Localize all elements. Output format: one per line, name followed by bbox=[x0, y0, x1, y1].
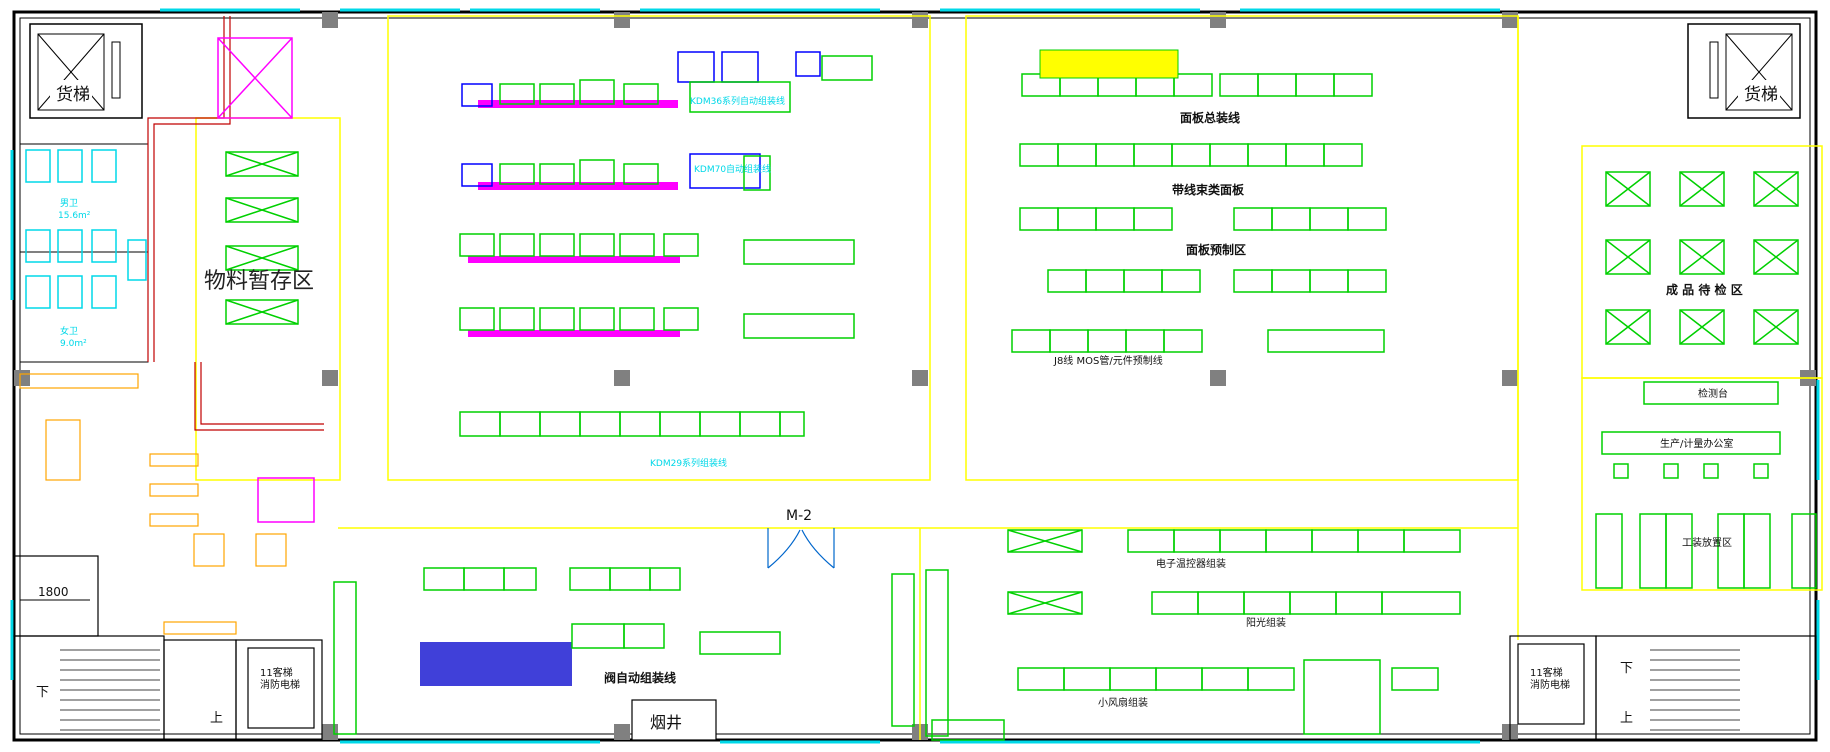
stair-left bbox=[60, 649, 160, 731]
sunlight-assembly-area bbox=[1007, 591, 1461, 615]
red-walls bbox=[147, 16, 324, 431]
elevator-right-label: 货梯 bbox=[1744, 85, 1778, 105]
inspection-desk bbox=[1643, 381, 1779, 405]
assembly-line-4 bbox=[459, 307, 855, 339]
finished-zone-label: 成 品 待 检 区 bbox=[1666, 282, 1743, 297]
freight-elevator-right: 货梯 bbox=[1687, 23, 1801, 119]
material-zone-label: 物料暂存区 bbox=[204, 269, 314, 294]
bottom-left-rooms bbox=[13, 555, 323, 741]
panel-prefab-label: 面板预制区 bbox=[1186, 242, 1246, 257]
j8-line-area bbox=[1011, 329, 1385, 353]
panel-assembly-label: 面板总装线 bbox=[1180, 110, 1240, 125]
orange-tables bbox=[19, 373, 287, 635]
small-fan-area bbox=[1017, 659, 1439, 735]
controller-assembly-label: 电子温控器组装 bbox=[1156, 557, 1226, 570]
tooling-zone-label: 工装放置区 bbox=[1682, 536, 1732, 549]
office-label: 生产/计量办公室 bbox=[1660, 437, 1733, 450]
kdm29-label: KDM29系列组装线 bbox=[650, 457, 727, 469]
chimney-label: 烟井 bbox=[650, 713, 682, 732]
toilet-male-label: 男卫 bbox=[60, 198, 78, 209]
assembly-line-3 bbox=[459, 233, 855, 265]
panel-prefab-area bbox=[1019, 207, 1387, 293]
door-m2 bbox=[767, 528, 835, 569]
harness-panel-area bbox=[1019, 143, 1363, 167]
freight-elevator-left: 货梯 bbox=[29, 23, 143, 119]
stair-down-right: 下 bbox=[1620, 661, 1633, 676]
toilet-female-label: 女卫 bbox=[60, 325, 78, 337]
yellow-rack bbox=[1039, 49, 1179, 79]
kdm29-line bbox=[459, 411, 805, 437]
magenta-equipment bbox=[217, 37, 315, 523]
kdm70-label: KDM70自动组装线 bbox=[694, 163, 771, 175]
office-chairs bbox=[1613, 463, 1769, 479]
kdm36-line bbox=[461, 51, 873, 113]
kdm36-label: KDM36系列自动组装线 bbox=[690, 95, 785, 107]
columns bbox=[14, 12, 1816, 740]
j8-line-label: J8线 MOS管/元件预制线 bbox=[1053, 354, 1163, 367]
fire-elevator-right-label: 11客梯消防电梯 bbox=[1530, 666, 1570, 691]
sunlight-assembly-label: 阳光组装 bbox=[1246, 616, 1286, 629]
harness-panel-label: 带线束类面板 bbox=[1172, 182, 1245, 197]
corridor-racks bbox=[333, 569, 1005, 741]
small-fan-label: 小风扇组装 bbox=[1098, 696, 1148, 709]
fire-elevator-left-label: 11客梯消防电梯 bbox=[260, 666, 300, 691]
office-desk bbox=[1601, 431, 1781, 455]
elevator-left-label: 货梯 bbox=[56, 85, 90, 105]
controller-assembly-area bbox=[1007, 529, 1461, 553]
finished-zone bbox=[1605, 171, 1799, 345]
tooling-racks bbox=[1595, 513, 1817, 589]
bottom-right-rooms bbox=[1509, 635, 1817, 741]
stair-down-left: 下 bbox=[36, 685, 49, 700]
stair-up-left: 上 bbox=[210, 711, 223, 726]
toilet-female-area: 9.0m² bbox=[60, 339, 87, 349]
toilets: 男卫 15.6m² 女卫 9.0m² bbox=[19, 143, 149, 363]
kdm70-line bbox=[461, 153, 771, 191]
stair-right bbox=[1650, 649, 1740, 731]
door-m2-label: M-2 bbox=[786, 508, 812, 524]
area-boundaries bbox=[195, 15, 1823, 740]
stair-up-right: 上 bbox=[1620, 711, 1633, 726]
valve-line-label: 阀自动组装线 bbox=[604, 670, 676, 685]
inspection-desk-label: 检测台 bbox=[1698, 387, 1728, 400]
dim-1800-label: 1800 bbox=[38, 585, 69, 599]
windows bbox=[10, 8, 1820, 744]
material-zone bbox=[225, 151, 299, 325]
valve-line bbox=[420, 567, 781, 686]
toilet-male-area: 15.6m² bbox=[58, 211, 91, 221]
chimney bbox=[631, 699, 717, 741]
